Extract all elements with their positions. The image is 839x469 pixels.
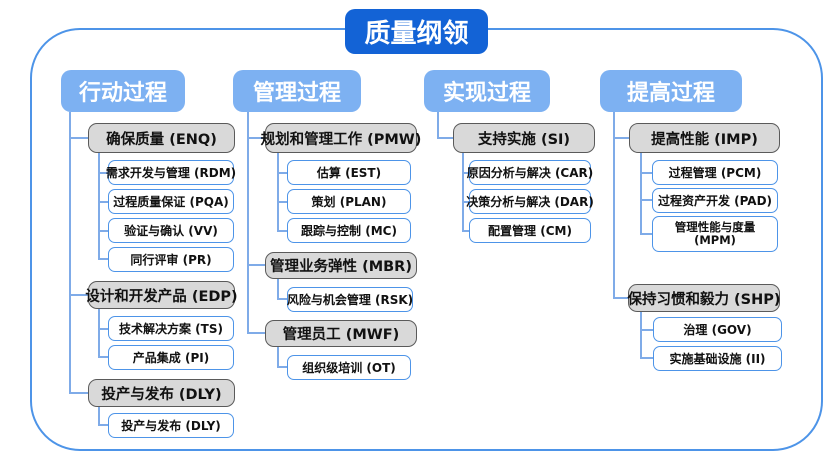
connector-line xyxy=(98,407,100,425)
column-header-improvement-process: 提高过程 xyxy=(600,70,742,112)
connector-line xyxy=(437,137,453,139)
connector-line xyxy=(640,329,653,331)
node-pcm: 过程管理 (PCM) xyxy=(652,160,778,185)
node-ot: 组织级培训 (OT) xyxy=(287,355,411,380)
connector-line xyxy=(247,112,249,333)
connector-line xyxy=(640,153,642,234)
node-car: 原因分析与解决 (CAR) xyxy=(467,160,593,185)
connector-line xyxy=(98,258,108,260)
node-edp: 设计和开发产品 (EDP) xyxy=(85,281,238,309)
connector-line xyxy=(462,230,469,232)
connector-line xyxy=(98,201,108,203)
node-imp: 提高性能 (IMP) xyxy=(629,123,780,153)
column-header-action-process: 行动过程 xyxy=(61,70,185,112)
connector-line xyxy=(247,137,265,139)
node-enq: 确保质量 (ENQ) xyxy=(88,123,235,153)
connector-line xyxy=(277,172,287,174)
connector-line xyxy=(277,279,279,299)
node-plan: 策划 (PLAN) xyxy=(287,189,411,214)
node-vv: 验证与确认 (VV) xyxy=(108,218,234,243)
connector-line xyxy=(69,112,71,393)
node-dly-child: 投产与发布 (DLY) xyxy=(108,413,234,438)
node-ts: 技术解决方案 (TS) xyxy=(108,316,234,341)
connector-line xyxy=(613,112,615,298)
connector-line xyxy=(613,137,629,139)
connector-line xyxy=(98,230,108,232)
connector-line xyxy=(437,112,439,138)
node-mpm: 管理性能与度量 (MPM) xyxy=(652,216,778,252)
node-dly: 投产与发布 (DLY) xyxy=(88,379,235,407)
connector-line xyxy=(640,199,652,201)
node-cm: 配置管理 (CM) xyxy=(469,218,591,243)
connector-line xyxy=(98,328,108,330)
connector-line xyxy=(462,172,469,174)
connector-line xyxy=(640,357,653,359)
diagram-title: 质量纲领 xyxy=(345,9,488,54)
connector-line xyxy=(69,392,88,394)
node-mwf: 管理员工 (MWF) xyxy=(265,320,417,347)
node-pr: 同行评审 (PR) xyxy=(108,247,234,272)
connector-line xyxy=(98,424,108,426)
node-est: 估算 (EST) xyxy=(287,160,411,185)
node-rsk: 风险与机会管理 (RSK) xyxy=(287,287,413,312)
connector-line xyxy=(640,312,642,359)
node-pqa: 过程质量保证 (PQA) xyxy=(108,189,234,214)
connector-line xyxy=(98,356,108,358)
node-mbr: 管理业务弹性 (MBR) xyxy=(265,252,417,279)
connector-line xyxy=(277,366,287,368)
connector-line xyxy=(277,347,279,367)
connector-line xyxy=(69,137,88,139)
connector-line xyxy=(98,172,108,174)
connector-line xyxy=(640,172,652,174)
node-pad: 过程资产开发 (PAD) xyxy=(652,188,778,213)
connector-line xyxy=(98,309,100,357)
connector-line xyxy=(277,153,279,231)
column-header-realization-process: 实现过程 xyxy=(424,70,550,112)
node-mc: 跟踪与控制 (MC) xyxy=(287,218,411,243)
connector-line xyxy=(277,298,287,300)
connector-line xyxy=(462,201,469,203)
node-ii: 实施基础设施 (II) xyxy=(653,346,782,371)
node-dar: 决策分析与解决 (DAR) xyxy=(466,189,594,214)
node-si: 支持实施 (SI) xyxy=(453,123,595,153)
node-rdm: 需求开发与管理 (RDM) xyxy=(106,160,236,185)
column-header-management-process: 管理过程 xyxy=(233,70,361,112)
node-shp: 保持习惯和毅力 (SHP) xyxy=(628,284,781,312)
node-pmw: 规划和管理工作 (PMW) xyxy=(261,123,421,153)
connector-line xyxy=(98,153,100,259)
node-gov: 治理 (GOV) xyxy=(653,317,782,342)
connector-line xyxy=(277,230,287,232)
connector-line xyxy=(69,294,88,296)
node-pi: 产品集成 (PI) xyxy=(108,345,234,370)
connector-line xyxy=(247,332,265,334)
connector-line xyxy=(247,264,265,266)
connector-line xyxy=(613,297,628,299)
connector-line xyxy=(277,201,287,203)
connector-line xyxy=(640,233,652,235)
connector-line xyxy=(462,153,464,231)
